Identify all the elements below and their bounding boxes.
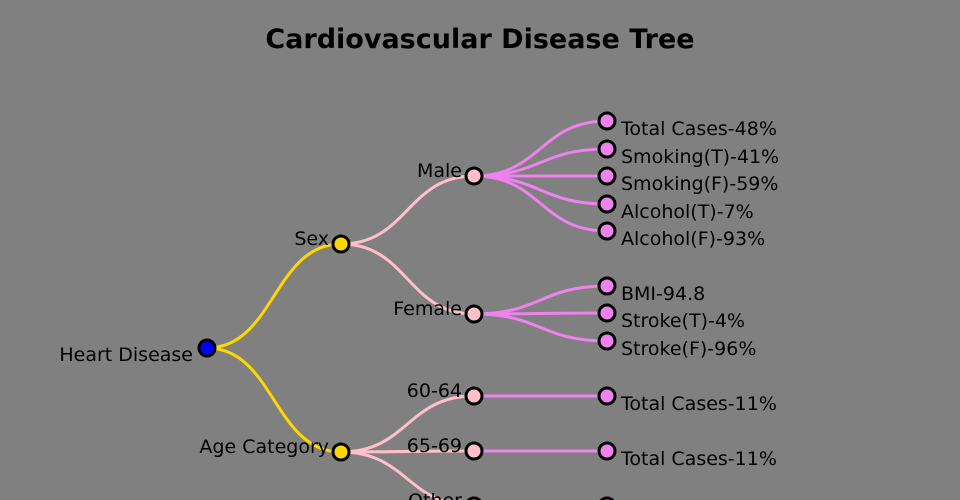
node-label-total-cases-11: Total Cases-11%	[620, 393, 777, 415]
node-label-bmi-94-8: BMI-94.8	[621, 283, 705, 305]
node-label-total-cases-48: Total Cases-48%	[620, 118, 777, 140]
link-female-to-stroke-f-96	[473, 312, 608, 343]
node-label-other: Other	[408, 490, 462, 500]
node-label-smoking-f-59: Smoking(F)-59%	[621, 173, 778, 195]
node-stroke-f-96[interactable]	[597, 331, 617, 351]
node-alcohol-f-93[interactable]	[597, 221, 617, 241]
node-total-cases-11[interactable]	[597, 441, 617, 461]
link-male-to-smoking-t-41	[473, 147, 608, 178]
diagram-title: Cardiovascular Disease Tree	[265, 24, 695, 55]
node-65-69[interactable]	[464, 441, 484, 461]
node-label-65-69: 65-69	[407, 435, 462, 457]
link-male-to-alcohol-t-7	[473, 174, 608, 206]
node-smoking-f-59[interactable]	[597, 166, 617, 186]
node-total-cases-48[interactable]	[597, 111, 617, 131]
node-label-60-64: 60-64	[407, 380, 462, 402]
link-heart-disease-to-age-category	[206, 346, 342, 454]
node-female[interactable]	[464, 304, 484, 324]
link-age-category-to-60-64	[340, 394, 475, 454]
link-heart-disease-to-sex	[206, 242, 342, 350]
node-label-sex: Sex	[294, 228, 329, 250]
node-label-total-cases-11: Total Cases-11%	[620, 448, 777, 470]
node-label-alcohol-t-7: Alcohol(T)-7%	[621, 201, 754, 223]
link-female-to-bmi-94-8	[473, 284, 608, 316]
node-label-stroke-t-4: Stroke(T)-4%	[621, 310, 745, 332]
links-group	[206, 119, 608, 500]
node-total-cases-11[interactable]	[597, 386, 617, 406]
node-label-alcohol-f-93: Alcohol(F)-93%	[621, 228, 765, 250]
node-label-smoking-t-41: Smoking(T)-41%	[621, 146, 779, 168]
node-label-age-category: Age Category	[199, 436, 329, 458]
nodes-group: Total Cases-48% Smoking(T)-41% Smoking(F)-…	[59, 111, 779, 500]
node-alcohol-t-7[interactable]	[597, 194, 617, 214]
link-sex-to-male	[340, 174, 475, 246]
node-60-64[interactable]	[464, 386, 484, 406]
node-male[interactable]	[464, 166, 484, 186]
node-smoking-t-41[interactable]	[597, 139, 617, 159]
node-stroke-t-4[interactable]	[597, 303, 617, 323]
link-male-to-alcohol-f-93	[473, 174, 608, 233]
node-sex[interactable]	[331, 234, 351, 254]
link-age-category-to-other	[340, 450, 445, 500]
node-age-category[interactable]	[331, 442, 351, 462]
node-label-male: Male	[417, 160, 462, 182]
link-age-category-to-65-69	[340, 449, 475, 454]
node-label-female: Female	[393, 298, 462, 320]
node-heart-disease[interactable]	[197, 338, 217, 358]
node-label-stroke-f-96: Stroke(F)-96%	[621, 338, 756, 360]
node-bmi-94-8[interactable]	[597, 276, 617, 296]
node-label-heart-disease: Heart Disease	[59, 344, 193, 366]
link-sex-to-female	[340, 242, 475, 316]
